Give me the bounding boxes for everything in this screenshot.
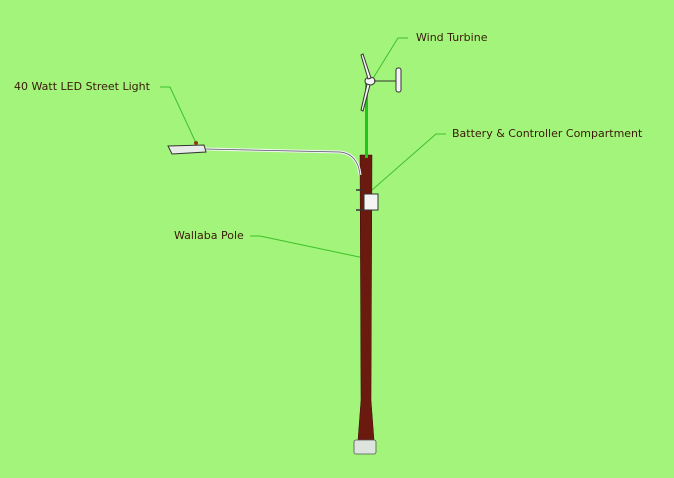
pole-label: Wallaba Pole xyxy=(174,229,244,242)
battery-compartment-label: Battery & Controller Compartment xyxy=(452,127,643,140)
street-light-label: 40 Watt LED Street Light xyxy=(14,80,150,93)
light-arm xyxy=(204,147,362,176)
leader-lines xyxy=(160,37,446,259)
wind-turbine-icon xyxy=(360,53,402,112)
battery-compartment-icon xyxy=(356,189,379,211)
led-street-light-icon xyxy=(167,141,207,155)
wind-turbine-label: Wind Turbine xyxy=(416,31,488,44)
turbine-mast xyxy=(365,80,368,158)
wallaba-pole xyxy=(353,154,377,455)
